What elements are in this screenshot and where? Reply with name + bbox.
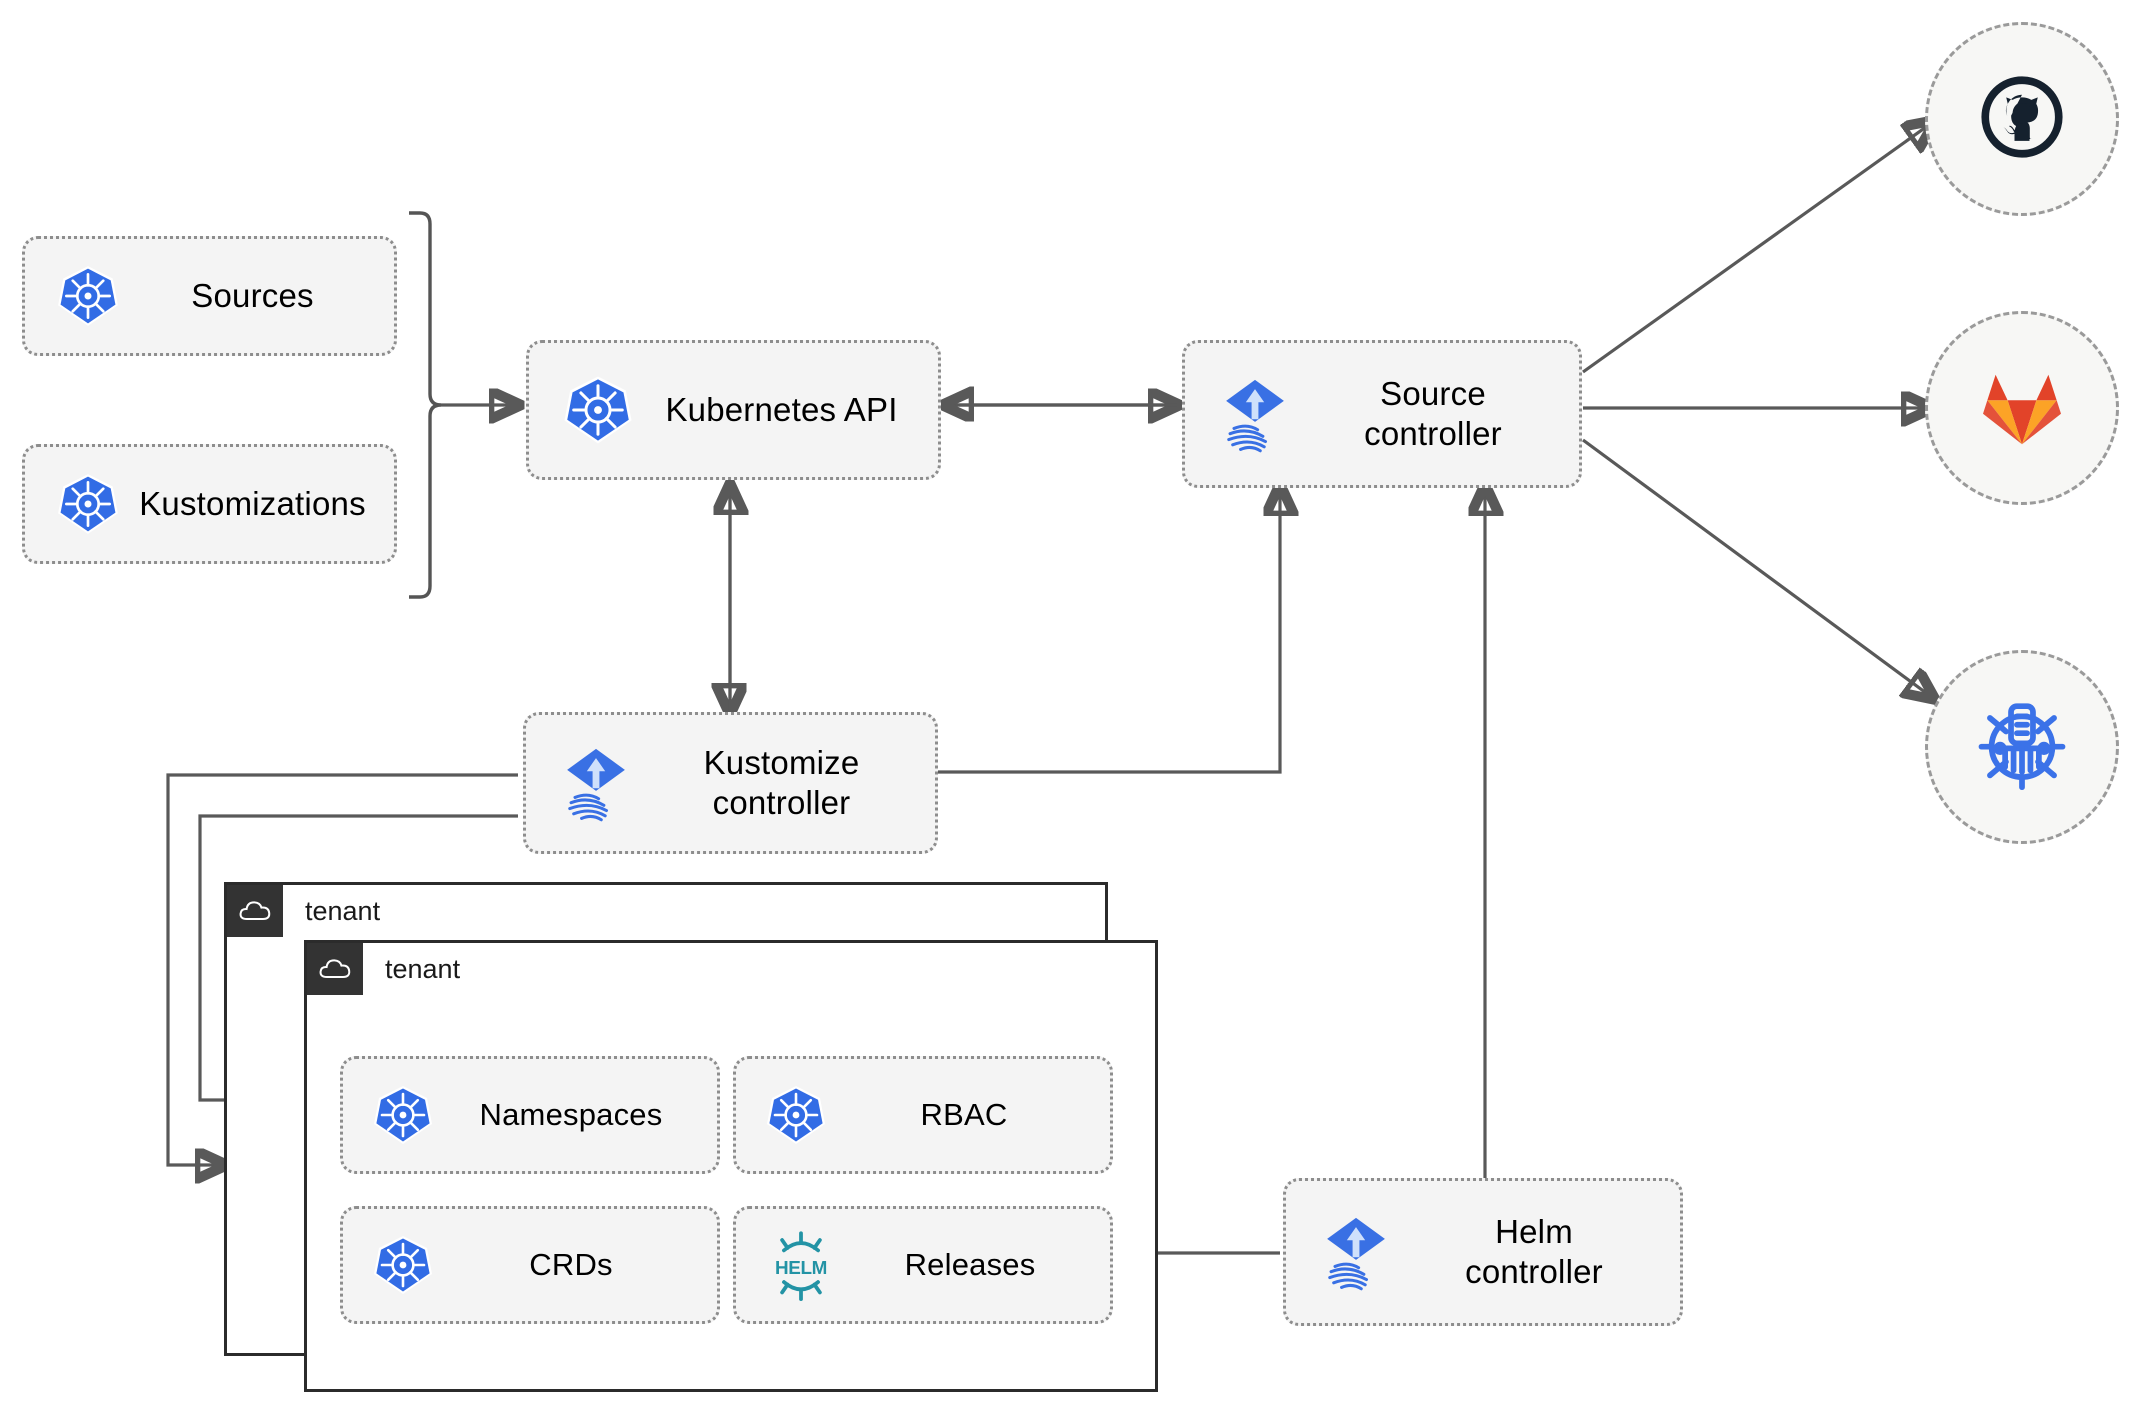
resource-box-sources[interactable]: Sources	[22, 236, 397, 356]
kubernetes-icon	[561, 373, 635, 447]
tenant-header-front: tenant	[307, 943, 460, 995]
kubernetes-api-label: Kubernetes API	[665, 390, 898, 428]
tenant-resource-namespaces[interactable]: Namespaces	[340, 1056, 720, 1174]
tenant-header-back: tenant	[227, 885, 380, 937]
gitlab-icon	[1974, 360, 2070, 457]
provider-circle-github[interactable]	[1925, 22, 2119, 216]
helm-controller-label: Helm controller	[1465, 1212, 1603, 1290]
cloud-icon	[227, 885, 283, 937]
provider-circle-helm-repository[interactable]	[1925, 650, 2119, 844]
kubernetes-icon	[371, 1233, 435, 1297]
kubernetes-icon	[371, 1083, 435, 1147]
provider-circle-gitlab[interactable]	[1925, 311, 2119, 505]
flux-icon	[554, 741, 638, 825]
tenant-resource-releases[interactable]: HELM Releases	[733, 1206, 1113, 1324]
svg-text:HELM: HELM	[775, 1258, 827, 1279]
helm-chart-icon	[1968, 691, 2076, 804]
tenant-label: tenant	[305, 895, 381, 926]
helm-controller-box[interactable]: Helm controller	[1283, 1178, 1683, 1326]
kustomize-controller-box[interactable]: Kustomize controller	[523, 712, 938, 854]
source-controller-box[interactable]: Source controller	[1182, 340, 1582, 488]
tenant-resource-label: CRDs	[529, 1247, 613, 1283]
kubernetes-icon	[55, 471, 121, 537]
cloud-icon	[307, 943, 363, 995]
tenant-label: tenant	[385, 953, 461, 984]
kustomize-controller-label: Kustomize controller	[703, 743, 860, 821]
tenant-resource-label: Namespaces	[479, 1097, 663, 1133]
kubernetes-icon	[764, 1083, 828, 1147]
resource-label: Sources	[191, 276, 314, 314]
tenant-resource-crds[interactable]: CRDs	[340, 1206, 720, 1324]
tenant-resource-rbac[interactable]: RBAC	[733, 1056, 1113, 1174]
tenant-resource-label: RBAC	[920, 1097, 1008, 1133]
resource-label: Kustomizations	[139, 484, 366, 522]
tenant-resource-label: Releases	[904, 1247, 1036, 1283]
kubernetes-api-box[interactable]: Kubernetes API	[526, 340, 941, 480]
flux-icon	[1314, 1210, 1398, 1294]
github-icon	[1973, 68, 2071, 171]
source-controller-label: Source controller	[1364, 374, 1502, 452]
kubernetes-icon	[55, 263, 121, 329]
helm-logo-icon: HELM	[762, 1226, 840, 1304]
flux-icon	[1213, 372, 1297, 456]
resource-box-kustomizations[interactable]: Kustomizations	[22, 444, 397, 564]
